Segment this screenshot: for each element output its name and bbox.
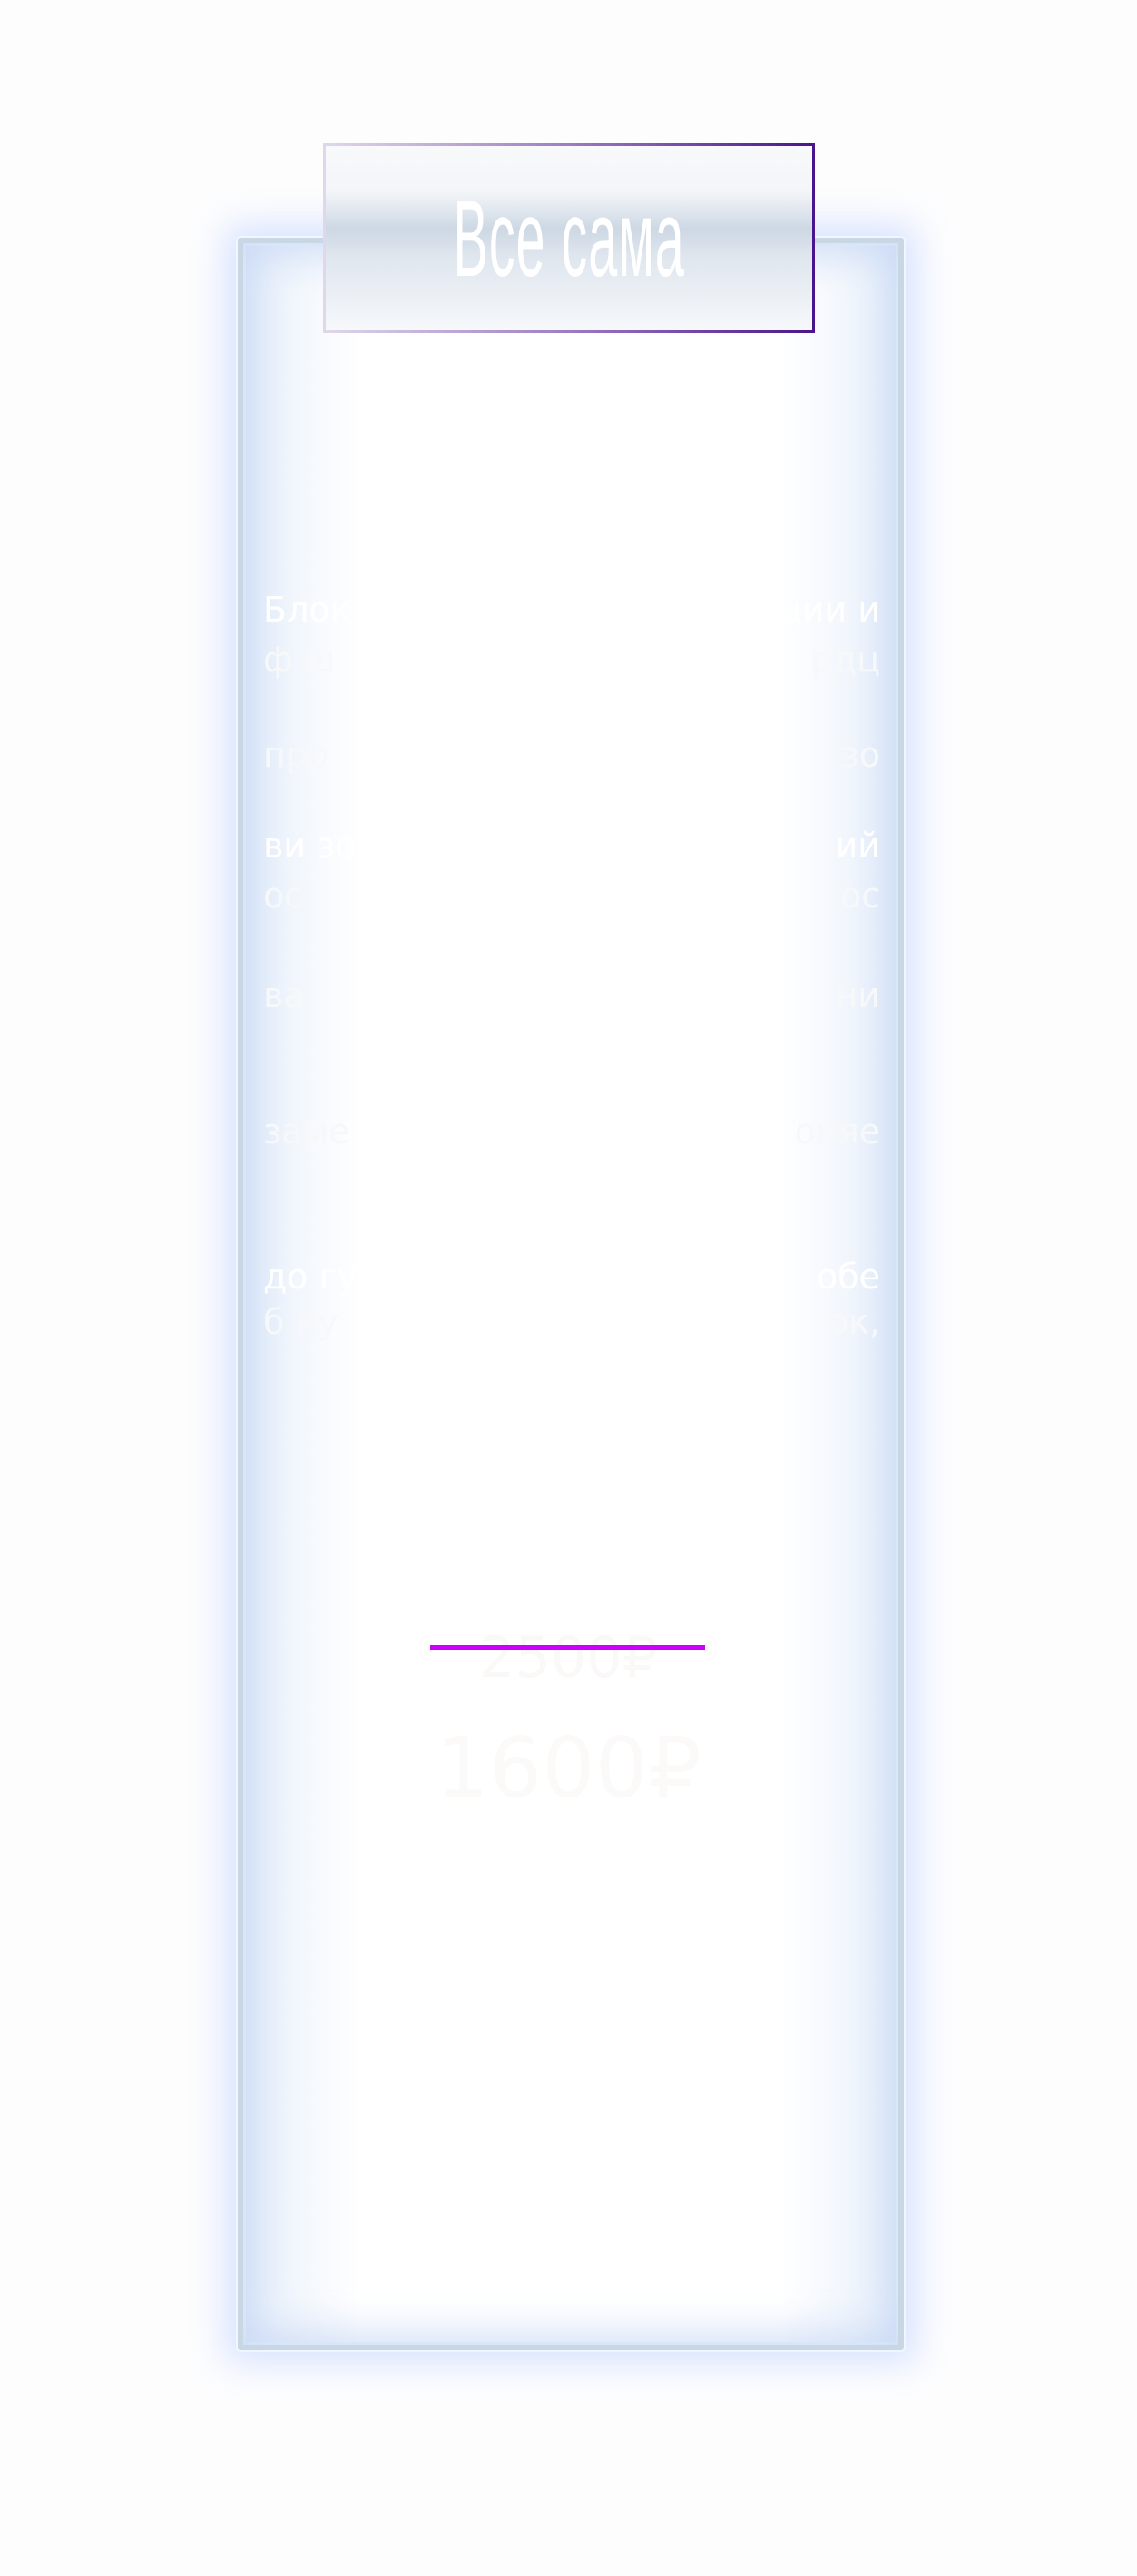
text-fragment: заме (263, 1112, 350, 1151)
description-line: Блок ции и (254, 590, 889, 630)
text-fragment: ий (835, 826, 880, 866)
text-fragment: до гуе (263, 1257, 379, 1297)
description-line: ос ос (254, 876, 889, 916)
text-fragment: ва (263, 975, 305, 1015)
description-line: до гуе обе (254, 1257, 889, 1297)
text-fragment: Блок (263, 590, 351, 630)
text-fragment: ф ш (263, 640, 336, 680)
old-price: 2500₽ (478, 1624, 659, 1690)
text-fragment: зо (840, 735, 880, 775)
description-line: б ну ок, (254, 1302, 889, 1342)
description-line: заме оняе (254, 1112, 889, 1151)
text-fragment: ции и (778, 590, 880, 630)
text-fragment: ок, (827, 1302, 880, 1342)
product-card-frame (238, 238, 904, 2350)
new-price: 1600₽ (436, 1719, 701, 1817)
text-fragment: обе (816, 1257, 880, 1297)
text-fragment: б ну (263, 1302, 338, 1342)
description-line: ви зо ий (254, 826, 889, 866)
text-fragment: ос (839, 876, 880, 916)
text-fragment: оняе (794, 1112, 880, 1151)
text-fragment: ни (835, 975, 880, 1015)
text-fragment: рдц (810, 640, 880, 680)
card-title-box: Все сама (323, 143, 815, 333)
card-title: Все сама (453, 177, 685, 299)
text-fragment: про (263, 735, 329, 775)
price-strikethrough (430, 1645, 705, 1650)
description-line: ва ни (254, 975, 889, 1015)
description-line: про зо (254, 735, 889, 775)
text-fragment: ви зо (263, 826, 357, 866)
text-fragment: ос (263, 876, 304, 916)
description-line: ф ш рдц (254, 640, 889, 680)
